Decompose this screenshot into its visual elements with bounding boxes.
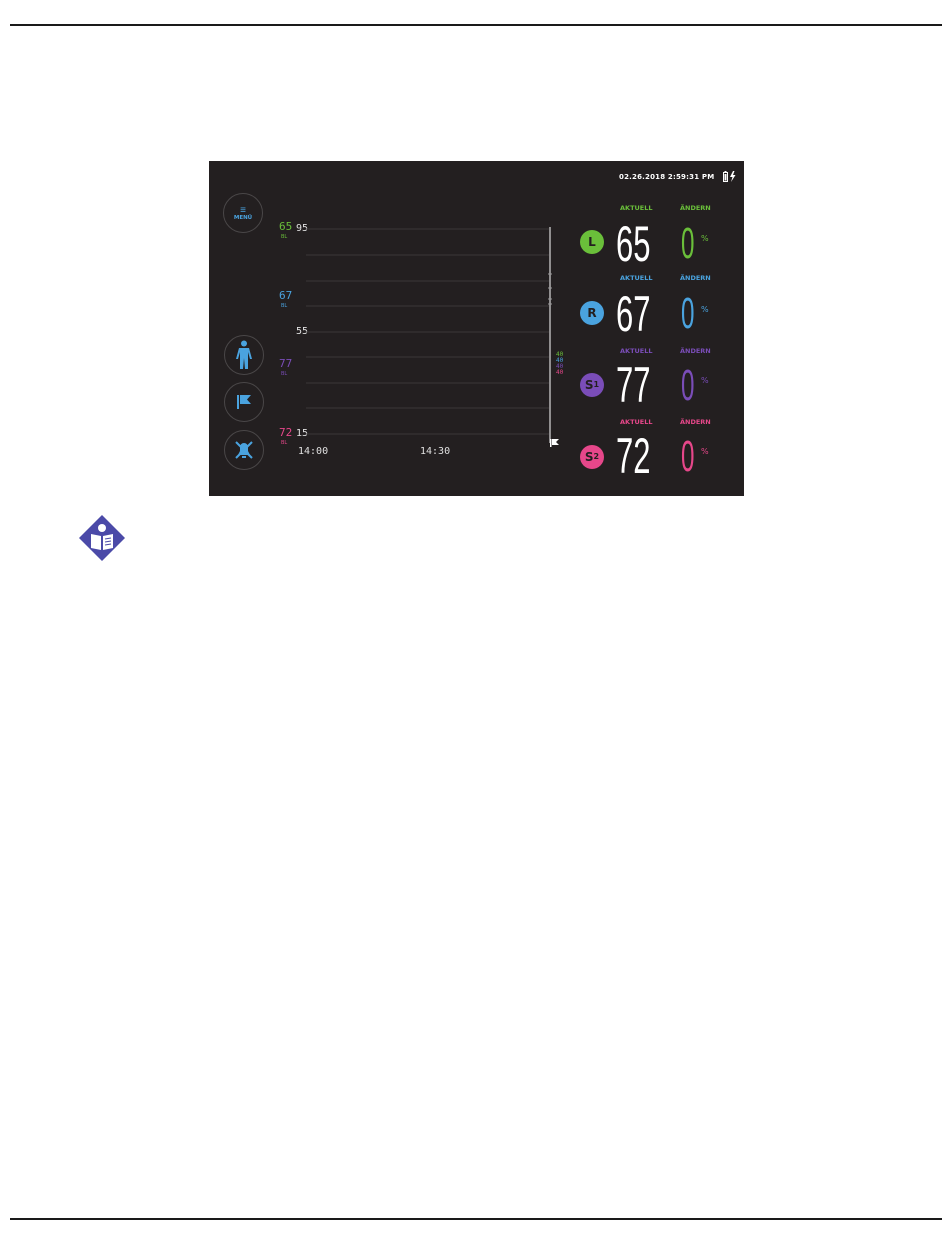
channel-r-current-value: 67 (616, 289, 650, 339)
sensor-l-badge[interactable]: L (580, 230, 604, 254)
cursor-flag-icon (550, 439, 559, 447)
monitor-screen: 02.26.2018 2:59:31 PM ≡ MENÜ 65 BL 67 BL (209, 161, 744, 496)
channel-s1-current-header: AKTUELL (620, 347, 653, 355)
channel-r-current-header: AKTUELL (620, 274, 653, 282)
channel-l-current-header: AKTUELL (620, 204, 653, 212)
channel-l-current-value: 65 (616, 219, 650, 269)
alarm-threshold-list: 40 40 40 40 (556, 352, 563, 376)
trend-graph (209, 161, 744, 496)
bottom-rule (10, 1218, 942, 1220)
sensor-r-badge[interactable]: R (580, 301, 604, 325)
channel-s2-change-header: ÄNDERN (680, 418, 711, 426)
channel-s2-change-unit: % (701, 448, 709, 455)
channel-s1-change-header: ÄNDERN (680, 347, 711, 355)
channel-s1-change-value: 0 (681, 364, 694, 408)
channel-l-change-unit: % (701, 235, 709, 242)
channel-r-change-unit: % (701, 306, 709, 313)
x-label-1400: 14:00 (298, 446, 328, 457)
channel-l-change-header: ÄNDERN (680, 204, 711, 212)
channel-s1-current-value: 77 (616, 360, 650, 410)
channel-r-change-value: 0 (681, 292, 694, 336)
channel-s1-change-unit: % (701, 377, 709, 384)
channel-r-change-header: ÄNDERN (680, 274, 711, 282)
x-label-1430: 14:30 (420, 446, 450, 457)
channel-l-change-value: 0 (681, 222, 694, 266)
channel-s2-change-value: 0 (681, 435, 694, 479)
alarm-threshold-s2: 40 (556, 370, 563, 376)
note-icon (78, 514, 126, 562)
channel-s2-current-value: 72 (616, 431, 650, 481)
top-rule (10, 24, 942, 26)
channel-s2-current-header: AKTUELL (620, 418, 653, 426)
